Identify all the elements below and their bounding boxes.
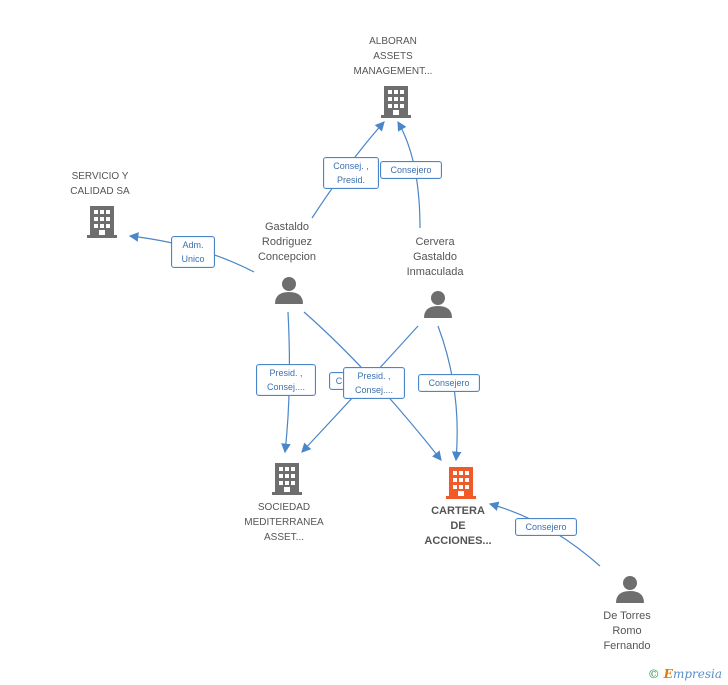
person-icon[interactable]: [616, 576, 644, 603]
node-label-de-torres[interactable]: De Torres Romo Fernando: [603, 610, 651, 652]
edge-badge-presid-consej[interactable]: Presid. , Consej....: [256, 364, 316, 396]
person-icon[interactable]: [275, 277, 303, 304]
brand-initial: E: [663, 667, 673, 681]
node-label-alboran[interactable]: ALBORAN ASSETS MANAGEMENT...: [353, 36, 433, 77]
edge-badge-presid-consej[interactable]: Presid. , Consej....: [343, 367, 405, 399]
edge-badge-consejero[interactable]: Consejero: [380, 161, 442, 179]
building-icon[interactable]: [381, 86, 411, 118]
edge-badge-adm-unico[interactable]: Adm. Unico: [171, 236, 215, 268]
edge-badge-consej-presid[interactable]: Consej. , Presid.: [323, 157, 379, 189]
node-label-servicio[interactable]: SERVICIO Y CALIDAD SA: [70, 171, 130, 197]
edge-badge-consejero[interactable]: Consejero: [418, 374, 480, 392]
node-label-cartera[interactable]: CARTERA DE ACCIONES...: [424, 505, 492, 547]
node-label-gastaldo-rodriguez[interactable]: Gastaldo Rodriguez Concepcion: [257, 221, 317, 263]
empresia-logo[interactable]: ©Empresia: [648, 667, 722, 681]
building-icon-focus[interactable]: [446, 467, 476, 499]
node-label-sociedad[interactable]: SOCIEDAD MEDITERRANEA ASSET...: [244, 502, 324, 543]
building-icon[interactable]: [87, 206, 117, 238]
copyright-icon: ©: [647, 667, 660, 681]
building-icon[interactable]: [272, 463, 302, 495]
node-label-cervera[interactable]: Cervera Gastaldo Inmaculada: [406, 236, 464, 278]
edge-cervera-to-cartera: [437, 325, 462, 462]
brand-name: mpresia: [672, 667, 722, 681]
edge-badge-consejero[interactable]: Consejero: [515, 518, 577, 536]
person-icon[interactable]: [424, 291, 452, 318]
